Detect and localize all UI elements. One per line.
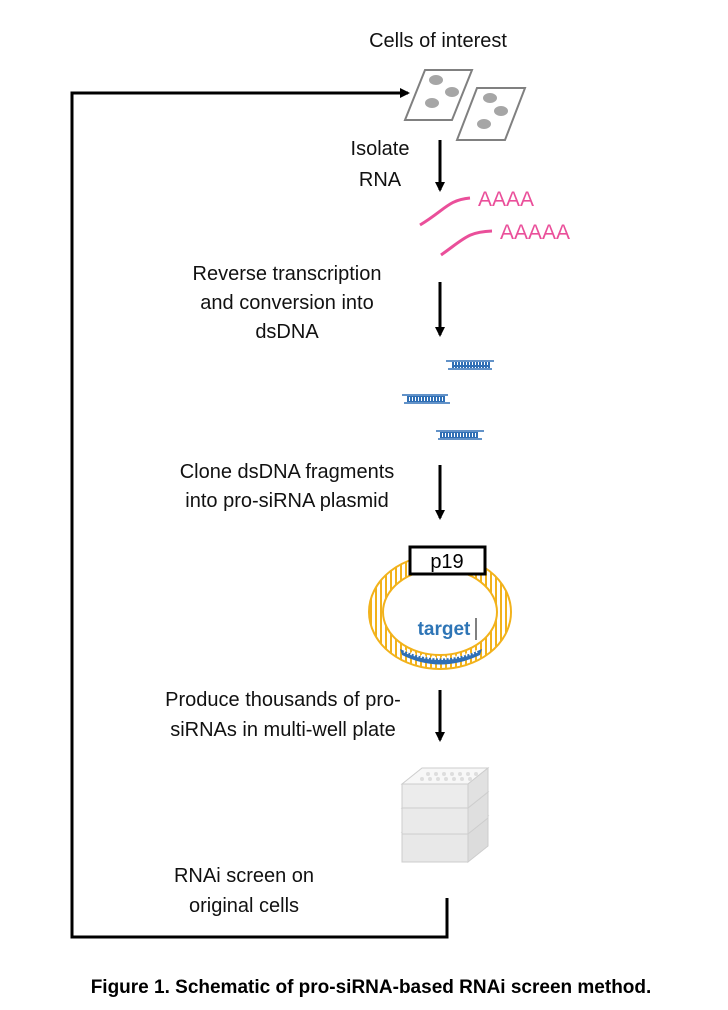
clone-label-line1: Clone dsDNA fragments [180, 461, 395, 483]
polya-tail-2: AAAAA [500, 221, 570, 244]
feedback-loop-arrow [70, 88, 449, 939]
rt-label-line2: and conversion into [200, 292, 373, 314]
produce-label-line1: Produce thousands of pro- [165, 689, 401, 711]
isolate-label-line1: Isolate [351, 138, 410, 160]
plasmid-icon [368, 554, 512, 670]
clone-label-line2: into pro-siRNA plasmid [185, 490, 388, 512]
p19-box [408, 545, 487, 576]
p19-label: p19 [430, 551, 463, 573]
screen-label-line1: RNAi screen on [174, 865, 314, 887]
cells-slides-icon [403, 69, 527, 141]
rt-label-line1: Reverse transcription [193, 263, 382, 285]
rt-label-line3: dsDNA [255, 321, 319, 343]
multiwell-plate-stack-icon [400, 766, 490, 864]
polya-tail-1: AAAA [478, 188, 534, 211]
target-label: target [418, 619, 471, 640]
mrna-icon [419, 196, 493, 257]
produce-label-line2: siRNAs in multi-well plate [170, 719, 396, 741]
screen-label-line2: original cells [189, 895, 299, 917]
dsdna-fragment-icon [402, 394, 450, 404]
dsdna-fragment-icon [446, 360, 494, 370]
dsdna-fragment-icon [436, 430, 484, 440]
cells-of-interest-label: Cells of interest [369, 30, 507, 52]
figure-caption: Figure 1. Schematic of pro-siRNA-based R… [91, 977, 652, 998]
isolate-label-line2: RNA [359, 169, 402, 191]
